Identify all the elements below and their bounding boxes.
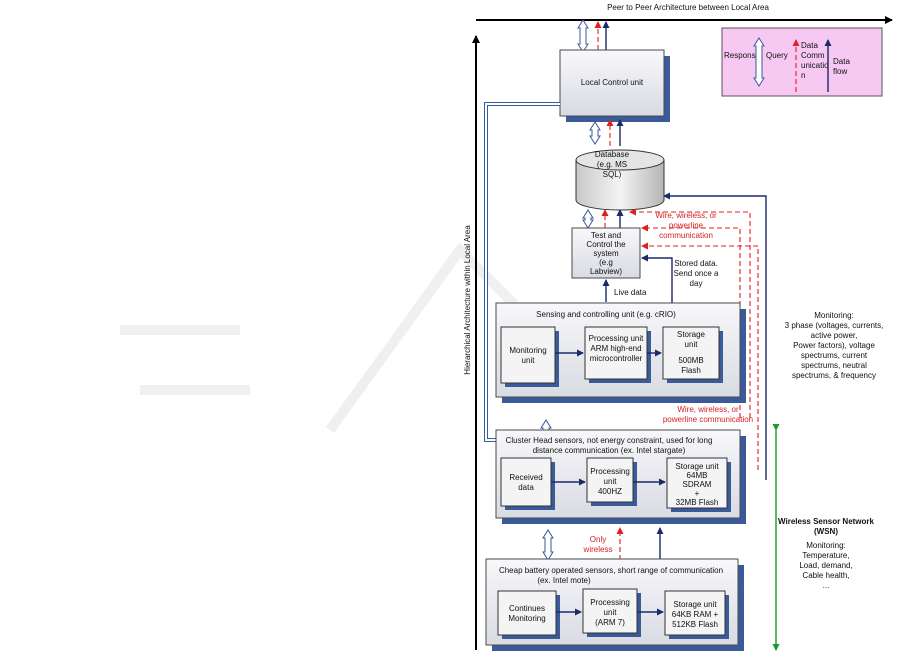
sensing-monitoring-1: Monitoring bbox=[509, 346, 546, 355]
monitoring-note: Monitoring: 3 phase (voltages, currents,… bbox=[785, 311, 884, 380]
svg-text:Wireless Sensor Network: Wireless Sensor Network bbox=[778, 517, 875, 526]
cheap-sensor-unit: Cheap battery operated sensors, short ra… bbox=[485, 558, 744, 651]
cluster-head-unit: Cluster Head sensors, not energy constra… bbox=[495, 429, 746, 524]
legend-response: Response bbox=[724, 51, 761, 60]
cheap-title-1: Cheap battery operated sensors, short ra… bbox=[499, 566, 723, 575]
legend-data-flow-2: flow bbox=[833, 67, 847, 76]
sensing-storage-1: Storage bbox=[677, 330, 706, 339]
legend-data-comm-2: Comm bbox=[801, 51, 825, 60]
legend-data-comm-3: unicatio bbox=[801, 61, 829, 70]
cluster-received-2: data bbox=[518, 483, 534, 492]
cheap-storage-1: Storage unit bbox=[673, 600, 717, 609]
only-wireless-2: wireless bbox=[583, 545, 613, 554]
svg-text:Monitoring:: Monitoring: bbox=[814, 311, 854, 320]
live-data-label: Live data bbox=[614, 288, 647, 297]
svg-text:Monitoring:: Monitoring: bbox=[806, 541, 846, 550]
cluster-storage-2: 64MB bbox=[687, 471, 708, 480]
cheap-title-2: (ex. Intel mote) bbox=[537, 576, 591, 585]
cluster-storage-4: + bbox=[695, 489, 700, 498]
peer-label: Peer to Peer Architecture between Local … bbox=[607, 3, 769, 12]
sensing-monitoring-2: unit bbox=[522, 356, 536, 365]
database-cylinder: Database (e.g. MS SQL) bbox=[575, 149, 665, 211]
sensing-storage-2: unit bbox=[685, 340, 699, 349]
legend-data-comm-4: n bbox=[801, 71, 805, 80]
db-line-3: SQL) bbox=[603, 170, 622, 179]
only-wireless-1: Only bbox=[590, 535, 606, 544]
wire-label-1c: communication bbox=[659, 231, 713, 240]
sensing-title: Sensing and controlling unit (e.g. cRIO) bbox=[536, 310, 676, 319]
sensing-unit: Sensing and controlling unit (e.g. cRIO)… bbox=[495, 302, 746, 403]
test-line-5: Labview) bbox=[590, 267, 622, 276]
stored-data-1: Stored data. bbox=[674, 259, 718, 268]
test-line-1: Test and bbox=[591, 231, 621, 240]
legend-box: Response Query Data Comm unicatio n Data… bbox=[721, 27, 883, 97]
cluster-processing-1: Processing bbox=[590, 467, 630, 476]
db-line-1: Database bbox=[595, 150, 630, 159]
cheap-processing-1: Processing bbox=[590, 598, 630, 607]
svg-text:spectrums, neutral: spectrums, neutral bbox=[801, 361, 867, 370]
local-control-label: Local Control unit bbox=[581, 78, 644, 87]
db-line-2: (e.g. MS bbox=[597, 160, 627, 169]
legend-data-flow-1: Data bbox=[833, 57, 850, 66]
svg-text:spectrums, current: spectrums, current bbox=[801, 351, 868, 360]
legend-data-comm-1: Data bbox=[801, 41, 818, 50]
svg-text:Temperature,: Temperature, bbox=[802, 551, 849, 560]
test-line-2: Control the bbox=[586, 240, 626, 249]
test-control-box: Test and Control the system (e.g Labview… bbox=[571, 227, 641, 279]
wire-label-2b: powerline communication bbox=[663, 415, 753, 424]
cluster-title-1: Cluster Head sensors, not energy constra… bbox=[506, 436, 713, 445]
cheap-monitoring-2: Monitoring bbox=[508, 614, 545, 623]
wire-label-2a: Wire, wireless, or bbox=[677, 405, 739, 414]
hierarchy-label: Hierarchical Architecture within Local A… bbox=[463, 225, 472, 375]
stored-data-2: Send once a bbox=[674, 269, 719, 278]
sensing-processing-3: microcontroller bbox=[590, 354, 643, 363]
svg-text:...: ... bbox=[823, 581, 830, 590]
svg-text:spectrums, & frequency: spectrums, & frequency bbox=[792, 371, 876, 380]
cheap-storage-2: 64KB RAM + bbox=[672, 610, 719, 619]
svg-text:active power,: active power, bbox=[811, 331, 858, 340]
stored-data-3: day bbox=[690, 279, 703, 288]
sensing-processing-2: ARM high-end bbox=[590, 344, 641, 353]
sensing-storage-4: Flash bbox=[681, 366, 701, 375]
svg-text:Cable health,: Cable health, bbox=[802, 571, 849, 580]
cluster-processing-3: 400HZ bbox=[598, 487, 622, 496]
cluster-title-2: distance communication (ex. Intel starga… bbox=[533, 446, 686, 455]
cluster-storage-3: SDRAM bbox=[683, 480, 712, 489]
cluster-storage-5: 32MB Flash bbox=[676, 498, 719, 507]
cheap-processing-2: unit bbox=[604, 608, 618, 617]
sensing-storage-3: 500MB bbox=[678, 356, 703, 365]
legend-query: Query bbox=[766, 51, 788, 60]
cheap-monitoring-1: Continues bbox=[509, 604, 545, 613]
cluster-processing-2: unit bbox=[604, 477, 618, 486]
svg-text:Power factors), voltage: Power factors), voltage bbox=[793, 341, 875, 350]
sensing-processing-1: Processing unit bbox=[589, 334, 644, 343]
test-line-4: (e.g bbox=[599, 258, 613, 267]
svg-text:Load, demand,: Load, demand, bbox=[799, 561, 852, 570]
svg-text:3 phase (voltages, currents,: 3 phase (voltages, currents, bbox=[785, 321, 884, 330]
wsn-label: Wireless Sensor Network (WSN) Monitoring… bbox=[778, 517, 875, 590]
wire-label-1b: powerline bbox=[669, 221, 704, 230]
cheap-storage-3: 512KB Flash bbox=[672, 620, 718, 629]
wire-label-1a: Wire, wireless, or bbox=[655, 211, 717, 220]
cluster-received-1: Received bbox=[509, 473, 542, 482]
watermark-logo bbox=[120, 242, 564, 433]
cluster-storage-1: Storage unit bbox=[675, 462, 719, 471]
svg-text:(WSN): (WSN) bbox=[814, 527, 838, 536]
test-line-3: system bbox=[593, 249, 619, 258]
cheap-processing-3: (ARM 7) bbox=[595, 618, 625, 627]
local-control-unit: Local Control unit bbox=[559, 49, 670, 122]
